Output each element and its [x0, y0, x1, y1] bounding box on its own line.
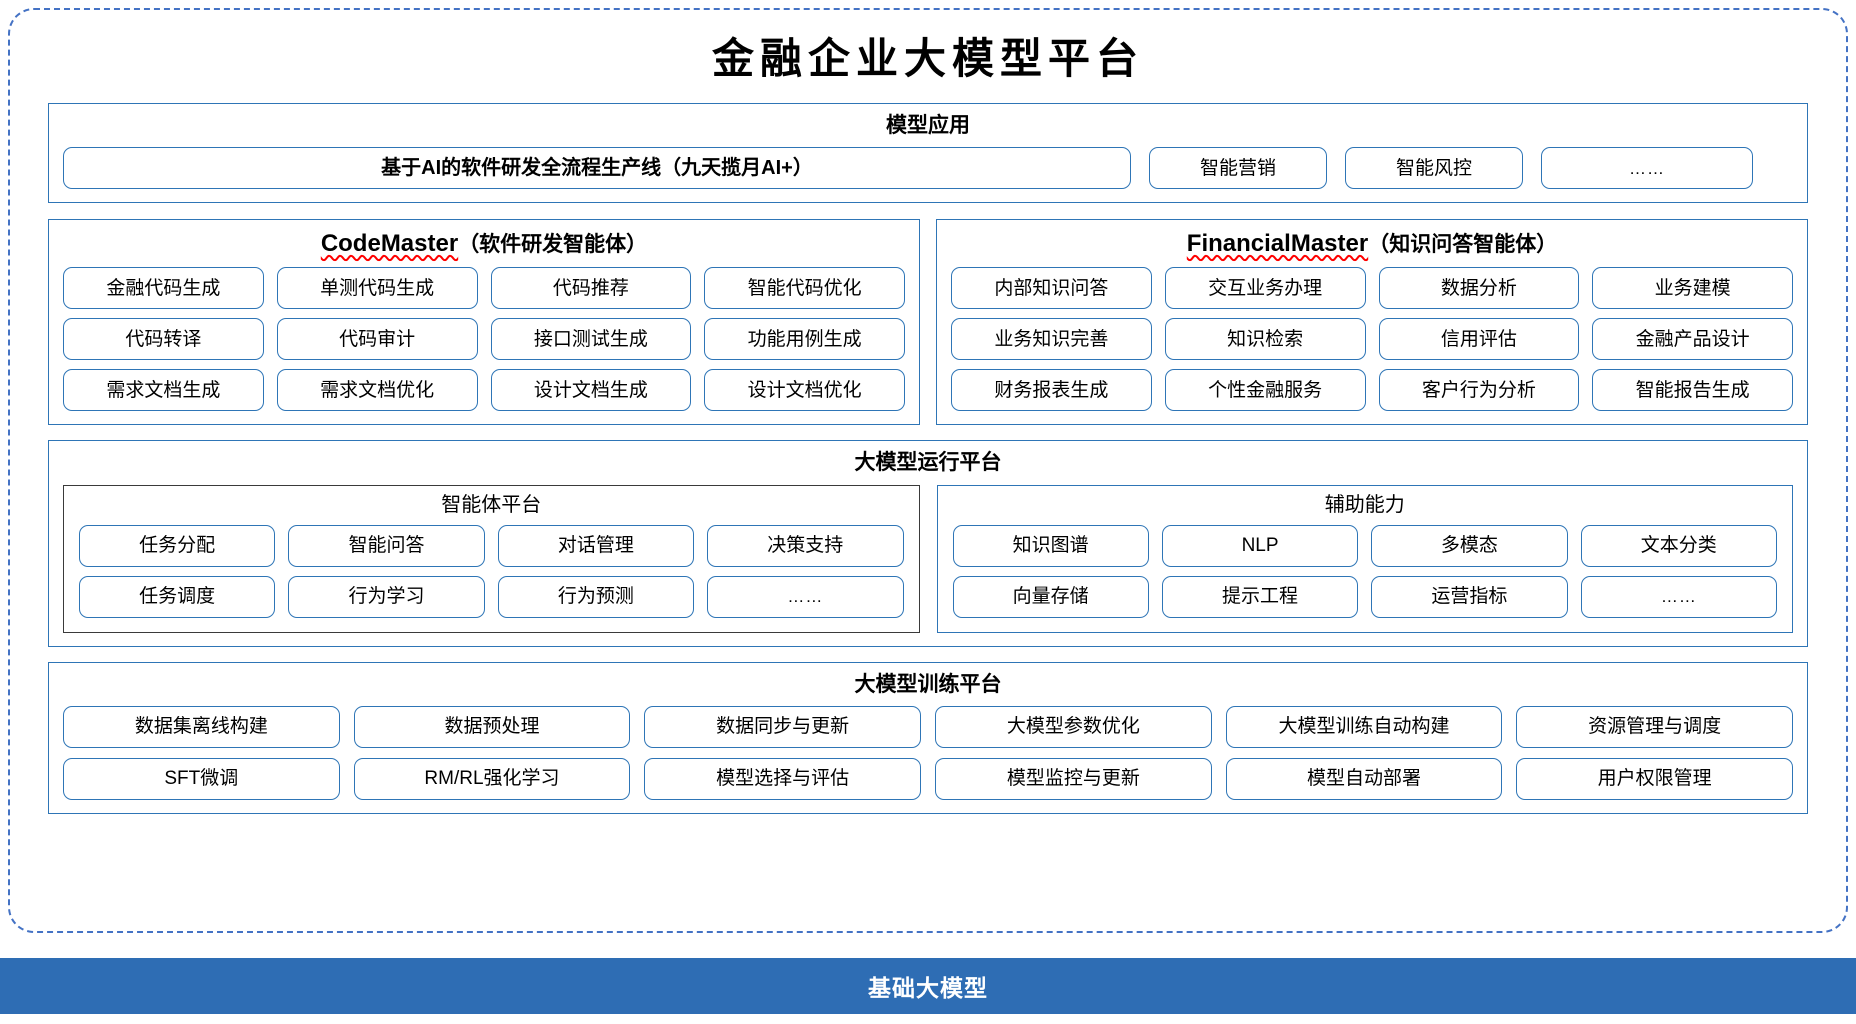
support-capability-item[interactable]: 文本分类	[1580, 524, 1777, 567]
run-platform-columns: 智能体平台 任务分配 智能问答 对话管理 决策支持 任务调度 行为学习 行为预测…	[63, 484, 1793, 633]
subsection-title-support-capability: 辅助能力	[1324, 493, 1405, 516]
code-master-item[interactable]: 单测代码生成	[276, 267, 478, 310]
financial-master-item[interactable]: 财务报表生成	[951, 369, 1152, 412]
financial-master-items: 内部知识问答 交互业务办理 数据分析 业务建模 业务知识完善 知识检索 信用评估…	[951, 267, 1793, 412]
section-train-platform: 大模型训练平台 数据集离线构建 数据预处理 数据同步与更新 大模型参数优化 大模…	[48, 661, 1808, 814]
code-master-item[interactable]: 功能用例生成	[704, 318, 905, 361]
train-platform-item[interactable]: 数据预处理	[353, 705, 631, 748]
agent-platform-item[interactable]: 任务调度	[79, 575, 276, 618]
code-master-item[interactable]: 金融代码生成	[63, 267, 264, 310]
support-capability-items: 知识图谱 NLP 多模态 文本分类 向量存储 提示工程 运营指标 ……	[952, 524, 1777, 618]
section-code-master: CodeMaster（软件研发智能体） 金融代码生成 单测代码生成 代码推荐 智…	[48, 219, 920, 426]
code-master-item[interactable]: 智能代码优化	[704, 267, 905, 310]
section-model-application: 模型应用 基于AI的软件研发全流程生产线（九天揽月AI+） 智能营销 智能风控 …	[48, 103, 1808, 204]
section-run-platform: 大模型运行平台 智能体平台 任务分配 智能问答 对话管理 决策支持 任务调度 行…	[48, 440, 1808, 647]
train-platform-items: 数据集离线构建 数据预处理 数据同步与更新 大模型参数优化 大模型训练自动构建 …	[63, 705, 1793, 800]
subsection-support-capability: 辅助能力 知识图谱 NLP 多模态 文本分类 向量存储 提示工程 运营指标 ……	[936, 484, 1793, 633]
train-platform-item[interactable]: 模型监控与更新	[934, 757, 1212, 800]
financial-master-item[interactable]: 客户行为分析	[1378, 369, 1580, 412]
section-title-code-master: CodeMaster（软件研发智能体）	[63, 229, 905, 259]
agent-platform-item[interactable]: 行为学习	[288, 575, 485, 618]
support-capability-item[interactable]: 运营指标	[1371, 575, 1568, 618]
app-item-smart-risk-control[interactable]: 智能风控	[1345, 147, 1523, 190]
train-platform-item[interactable]: 用户权限管理	[1516, 757, 1793, 800]
agent-platform-item-more[interactable]: ……	[707, 575, 904, 618]
train-platform-item[interactable]: 数据集离线构建	[63, 705, 340, 748]
financial-master-item[interactable]: 信用评估	[1378, 318, 1580, 361]
agent-platform-item[interactable]: 任务分配	[79, 524, 276, 567]
app-item-smart-marketing[interactable]: 智能营销	[1149, 147, 1327, 190]
agent-platform-item[interactable]: 决策支持	[707, 524, 904, 567]
agent-platform-items: 任务分配 智能问答 对话管理 决策支持 任务调度 行为学习 行为预测 ……	[79, 524, 904, 618]
subsection-title-agent-platform: 智能体平台	[441, 493, 542, 516]
subsection-agent-platform: 智能体平台 任务分配 智能问答 对话管理 决策支持 任务调度 行为学习 行为预测…	[63, 484, 920, 633]
agent-platform-item[interactable]: 对话管理	[497, 524, 695, 567]
train-platform-item[interactable]: 数据同步与更新	[644, 705, 921, 748]
support-capability-item[interactable]: 提示工程	[1161, 575, 1359, 618]
financial-master-item[interactable]: 数据分析	[1378, 267, 1580, 310]
section-title-train-platform: 大模型训练平台	[854, 672, 1002, 696]
base-model-label: 基础大模型	[868, 975, 988, 1001]
code-master-item[interactable]: 代码审计	[276, 318, 478, 361]
section-title-model-application: 模型应用	[886, 114, 970, 137]
section-financial-master: FinancialMaster（知识问答智能体） 内部知识问答 交互业务办理 数…	[936, 219, 1808, 426]
code-master-item[interactable]: 接口测试生成	[490, 318, 692, 361]
train-platform-item[interactable]: 资源管理与调度	[1516, 705, 1793, 748]
code-master-item[interactable]: 设计文档生成	[490, 369, 692, 412]
support-capability-item[interactable]: 向量存储	[952, 575, 1149, 618]
agents-row: CodeMaster（软件研发智能体） 金融代码生成 单测代码生成 代码推荐 智…	[48, 219, 1808, 426]
financial-master-item[interactable]: 业务知识完善	[951, 318, 1152, 361]
financial-master-item[interactable]: 知识检索	[1164, 318, 1366, 361]
financial-master-item[interactable]: 业务建模	[1592, 267, 1793, 310]
code-master-item[interactable]: 需求文档生成	[63, 369, 264, 412]
financial-master-item[interactable]: 交互业务办理	[1164, 267, 1366, 310]
code-master-latin-name: CodeMaster	[320, 230, 459, 258]
code-master-items: 金融代码生成 单测代码生成 代码推荐 智能代码优化 代码转译 代码审计 接口测试…	[63, 267, 905, 412]
section-title-financial-master: FinancialMaster（知识问答智能体）	[951, 229, 1793, 259]
train-platform-item[interactable]: 模型自动部署	[1225, 757, 1503, 800]
base-model-bar: 基础大模型	[0, 958, 1856, 1014]
financial-master-item[interactable]: 个性金融服务	[1164, 369, 1366, 412]
agent-platform-item[interactable]: 智能问答	[288, 524, 485, 567]
app-item-more[interactable]: ……	[1541, 147, 1753, 190]
financial-master-item[interactable]: 金融产品设计	[1592, 318, 1793, 361]
model-application-items: 基于AI的软件研发全流程生产线（九天揽月AI+） 智能营销 智能风控 ……	[63, 147, 1793, 190]
financial-master-latin-name: FinancialMaster	[1186, 230, 1369, 258]
code-master-item[interactable]: 代码推荐	[490, 267, 692, 310]
train-platform-item[interactable]: 模型选择与评估	[644, 757, 921, 800]
code-master-item[interactable]: 需求文档优化	[276, 369, 478, 412]
code-master-cn-name: （软件研发智能体）	[458, 233, 648, 257]
code-master-item[interactable]: 设计文档优化	[704, 369, 905, 412]
financial-master-cn-name: （知识问答智能体）	[1368, 233, 1558, 257]
agent-platform-item[interactable]: 行为预测	[497, 575, 695, 618]
platform-outer-frame: 金融企业大模型平台 模型应用 基于AI的软件研发全流程生产线（九天揽月AI+） …	[8, 8, 1848, 933]
code-master-item[interactable]: 代码转译	[63, 318, 264, 361]
support-capability-item[interactable]: 多模态	[1371, 524, 1568, 567]
page-title: 金融企业大模型平台	[711, 37, 1144, 83]
support-capability-item[interactable]: 知识图谱	[952, 524, 1149, 567]
train-platform-item[interactable]: 大模型参数优化	[934, 705, 1212, 748]
train-platform-item[interactable]: RM/RL强化学习	[353, 757, 631, 800]
app-item-ai-sdlc-pipeline[interactable]: 基于AI的软件研发全流程生产线（九天揽月AI+）	[63, 147, 1131, 190]
financial-master-item[interactable]: 内部知识问答	[951, 267, 1152, 310]
train-platform-item[interactable]: 大模型训练自动构建	[1225, 705, 1503, 748]
financial-master-item[interactable]: 智能报告生成	[1592, 369, 1793, 412]
support-capability-item[interactable]: NLP	[1161, 524, 1359, 567]
train-platform-item[interactable]: SFT微调	[63, 757, 340, 800]
support-capability-item-more[interactable]: ……	[1580, 575, 1777, 618]
section-title-run-platform: 大模型运行平台	[854, 451, 1002, 475]
